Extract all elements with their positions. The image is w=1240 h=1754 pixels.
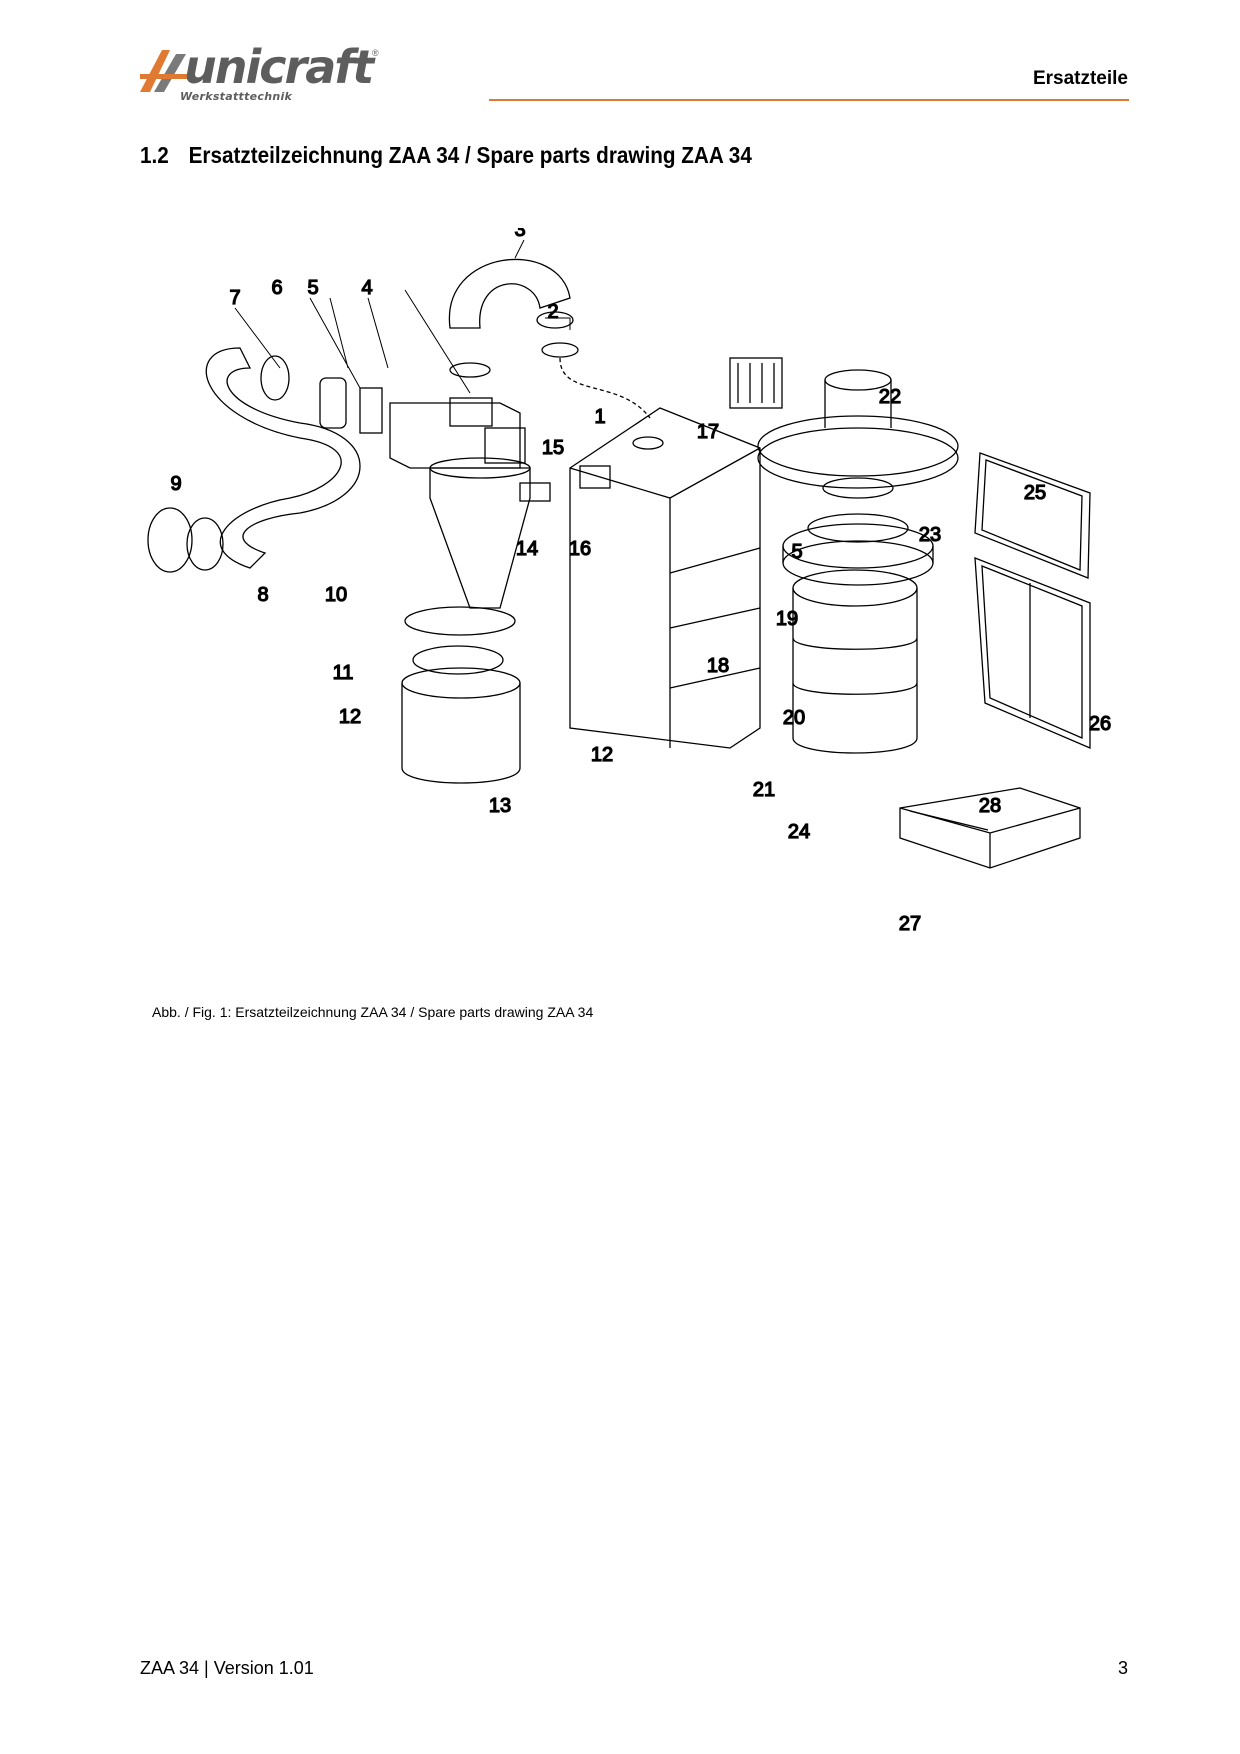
logo-subtitle: Werkstatttechnik (180, 90, 293, 103)
callout-11: 11 (333, 662, 354, 684)
callout-18: 18 (707, 655, 729, 677)
callout-15: 15 (542, 437, 564, 459)
callout-5-right: 5 (791, 541, 802, 563)
callout-27: 27 (899, 913, 921, 935)
callout-5-top: 5 (307, 277, 318, 299)
page-title: 1.2 Ersatzteilzeichnung ZAA 34 / Spare pa… (140, 142, 752, 169)
callout-14: 14 (516, 538, 538, 560)
callout-12-left: 12 (339, 706, 361, 728)
section-number: 1.2 (140, 142, 169, 168)
section-label: Ersatzteile (1032, 68, 1128, 89)
logo-mark-icon (140, 50, 188, 92)
callout-2: 2 (547, 301, 558, 323)
section-title: Ersatzteilzeichnung ZAA 34 / Spare parts… (188, 142, 752, 168)
callout-28: 28 (979, 795, 1001, 817)
callout-12-right: 12 (591, 744, 613, 766)
logo-reg: ® (372, 48, 379, 58)
callout-10: 10 (325, 584, 347, 606)
callout-19: 19 (776, 608, 798, 630)
callout-22: 22 (879, 386, 901, 408)
callout-9: 9 (170, 473, 181, 495)
logo-word: unicraft (184, 40, 374, 94)
callout-23: 23 (919, 524, 941, 546)
callout-6: 6 (271, 277, 282, 299)
callout-8: 8 (257, 584, 268, 606)
callout-1: 1 (594, 406, 605, 428)
figure-caption: Abb. / Fig. 1: Ersatzteilzeichnung ZAA 3… (152, 1004, 594, 1020)
header-rule (489, 99, 1129, 101)
callout-17: 17 (697, 421, 719, 443)
unicraft-logo: unicraft ® Werkstatttechnik (140, 40, 380, 106)
footer-page-number: 3 (1117, 1658, 1128, 1678)
callout-7: 7 (229, 287, 240, 309)
callout-25: 25 (1024, 482, 1046, 504)
callout-4: 4 (361, 277, 372, 299)
callout-3: 3 (514, 228, 525, 241)
callout-24: 24 (788, 821, 810, 843)
spare-parts-drawing: 3 2 4 5 6 7 9 8 10 11 12 13 14 15 16 1 1… (147, 228, 1112, 936)
callout-26: 26 (1089, 713, 1111, 735)
callout-20: 20 (783, 707, 805, 729)
callout-21: 21 (753, 779, 775, 801)
callout-13: 13 (489, 795, 511, 817)
footer-doc: ZAA 34 | Version 1.01 (140, 1658, 314, 1678)
callout-16: 16 (569, 538, 591, 560)
